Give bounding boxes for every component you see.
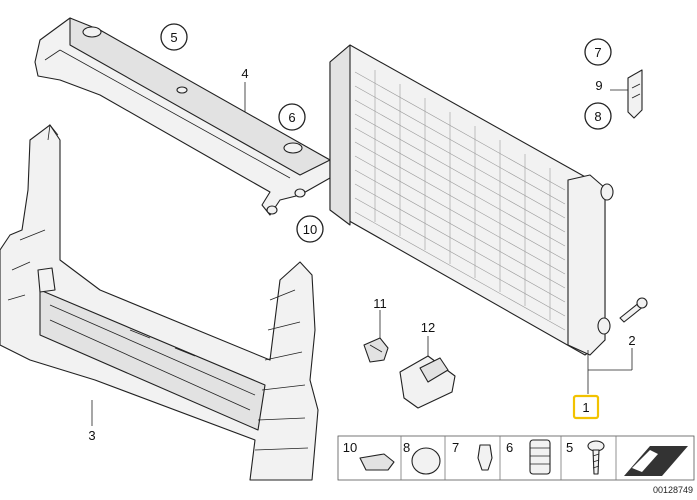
legend-item-10[interactable]: 10 [343,440,395,471]
callout-3[interactable]: 3 [88,428,95,443]
callout-7[interactable]: 7 [584,38,612,66]
svg-text:5: 5 [566,440,573,455]
svg-text:2: 2 [628,333,635,348]
legend-item-8[interactable]: 8 [403,440,441,475]
svg-text:00128749: 00128749 [653,485,693,495]
callout-11[interactable]: 11 [373,296,387,311]
front-carrier-part-3[interactable] [0,124,319,481]
callout-10[interactable]: 10 [296,215,324,243]
svg-text:7: 7 [452,440,459,455]
radiator-core-fins [354,70,566,331]
svg-text:11: 11 [373,296,387,311]
svg-text:5: 5 [170,30,177,45]
legend-item-7[interactable]: 7 [452,440,493,471]
leader-lines [91,82,633,426]
bracket-part-9[interactable] [627,69,643,119]
radiator-part-1[interactable] [329,44,614,356]
svg-text:6: 6 [506,440,513,455]
callout-12[interactable]: 12 [421,320,435,335]
svg-text:9: 9 [595,78,602,93]
svg-text:10: 10 [303,222,317,237]
installation-arrow-icon [624,446,688,476]
svg-text:8: 8 [594,109,601,124]
svg-text:4: 4 [241,66,248,81]
svg-text:10: 10 [343,440,357,455]
callout-1[interactable]: 1 [572,394,600,420]
callout-8[interactable]: 8 [584,102,612,130]
legend-item-5[interactable]: 5 [566,440,605,475]
legend-strip: 10 8 7 6 5 [337,435,695,481]
legend-item-6[interactable]: 6 [506,439,551,475]
callout-2[interactable]: 2 [628,333,635,348]
svg-text:12: 12 [421,320,435,335]
svg-text:6: 6 [288,110,295,125]
callout-5[interactable]: 5 [160,23,188,51]
svg-text:1: 1 [582,400,589,415]
clip-part-11[interactable] [363,337,389,363]
bolt-part-2[interactable] [619,297,648,323]
document-number: 00128749 [653,485,693,495]
callout-9[interactable]: 9 [595,78,602,93]
svg-text:3: 3 [88,428,95,443]
svg-text:7: 7 [594,45,601,60]
mount-part-12[interactable] [399,355,456,409]
svg-text:8: 8 [403,440,410,455]
callout-4[interactable]: 4 [241,66,248,81]
callout-6[interactable]: 6 [278,103,306,131]
